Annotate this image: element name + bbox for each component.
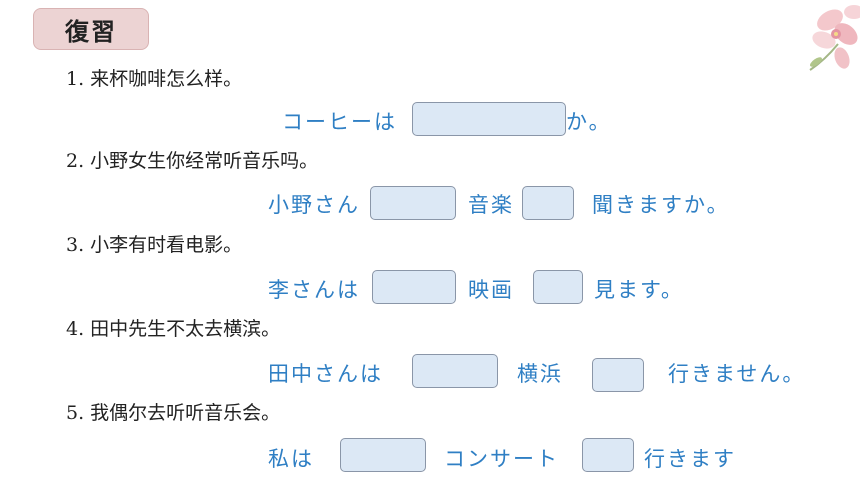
- question-3-blank-1[interactable]: [372, 270, 456, 304]
- question-4-part-2: 横浜: [517, 362, 563, 386]
- question-2-part-3: 聞きますか。: [592, 193, 730, 217]
- question-3-blank-2[interactable]: [533, 270, 583, 304]
- question-2-part-1: 小野さん: [268, 193, 360, 217]
- question-3-part-1: 李さんは: [268, 278, 360, 302]
- section-title: 復習: [33, 8, 149, 50]
- question-2-chinese: 2. 小野女生你经常听音乐吗。: [66, 150, 319, 172]
- question-5-blank-1[interactable]: [340, 438, 426, 472]
- flower-decoration-icon: [809, 5, 860, 71]
- question-4-blank-2[interactable]: [592, 358, 644, 392]
- question-4-part-1: 田中さんは: [268, 362, 383, 386]
- question-1-part-1: コーヒーは: [282, 110, 397, 134]
- question-3-chinese: 3. 小李有时看电影。: [66, 234, 243, 256]
- question-1-part-2: か。: [566, 110, 612, 134]
- question-5-part-1: 私は: [268, 447, 314, 471]
- question-5-blank-2[interactable]: [582, 438, 634, 472]
- question-4-chinese: 4. 田中先生不太去横滨。: [66, 318, 281, 340]
- question-3-part-2: 映画: [468, 278, 514, 302]
- question-2-blank-2[interactable]: [522, 186, 574, 220]
- question-1-blank-1[interactable]: [412, 102, 566, 136]
- question-5-part-2: コンサート: [444, 447, 559, 471]
- question-2-part-2: 音楽: [468, 193, 514, 217]
- question-2-blank-1[interactable]: [370, 186, 456, 220]
- question-3-part-3: 見ます。: [594, 278, 684, 302]
- question-5-chinese: 5. 我偶尔去听听音乐会。: [66, 402, 281, 424]
- question-5-part-3: 行きます: [644, 447, 736, 471]
- question-4-blank-1[interactable]: [412, 354, 498, 388]
- question-4-part-3: 行きません。: [668, 362, 806, 386]
- question-1-chinese: 1. 来杯咖啡怎么样。: [66, 68, 243, 90]
